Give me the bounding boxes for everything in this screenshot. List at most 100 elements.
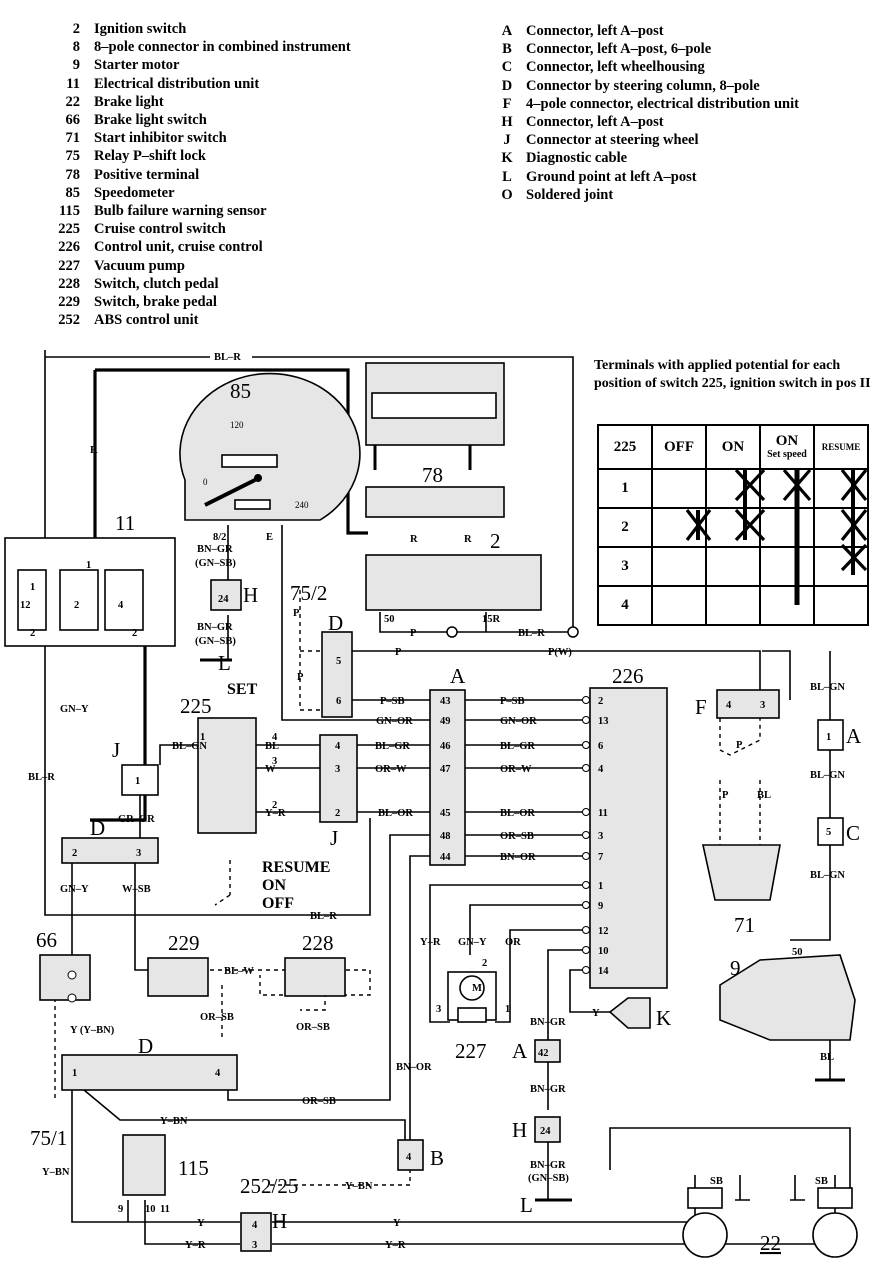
- svg-text:P: P: [297, 672, 304, 683]
- label-227: 227: [455, 1039, 487, 1063]
- svg-text:2: 2: [30, 628, 35, 639]
- svg-text:2: 2: [335, 808, 340, 819]
- table-row-label: 4: [597, 585, 653, 626]
- label-228: 228: [302, 931, 334, 955]
- bulb-sensor-115: [122, 1134, 166, 1196]
- svg-text:OR–W: OR–W: [375, 764, 407, 775]
- svg-text:GN–Y: GN–Y: [458, 937, 487, 948]
- connector-legend-row: H Connector, left A–post: [498, 113, 799, 131]
- connector-legend-label: Connector by steering column, 8–pole: [526, 77, 760, 94]
- connector-legend-key: A: [501, 23, 513, 39]
- svg-text:OR–SB: OR–SB: [200, 1012, 234, 1023]
- connector-legend-key: H: [501, 114, 513, 131]
- svg-text:BN–GR: BN–GR: [530, 1084, 566, 1095]
- label-resume: RESUME: [262, 859, 330, 876]
- label-11: 11: [115, 511, 135, 535]
- svg-text:Y: Y: [197, 1218, 205, 1229]
- label-conn-j: J: [330, 826, 338, 850]
- connector-a-pin: 48: [440, 831, 451, 842]
- connector-d-top: [321, 631, 353, 718]
- svg-text:BL: BL: [265, 741, 279, 752]
- terminal-joint: [582, 808, 590, 816]
- component-legend-label: Brake light switch: [94, 112, 207, 129]
- terminal-joint: [582, 764, 590, 772]
- svg-text:R: R: [90, 445, 98, 456]
- connector-legend-label: Connector, left A–post: [526, 114, 664, 131]
- svg-text:240: 240: [295, 500, 309, 510]
- svg-text:5: 5: [826, 827, 831, 838]
- terminal-joint: [582, 852, 590, 860]
- connector-j: [319, 734, 358, 823]
- label-252: 252/25: [240, 1174, 298, 1198]
- svg-text:Y: Y: [393, 1218, 401, 1229]
- label-2: 2: [490, 529, 501, 553]
- svg-text:BL–GN: BL–GN: [172, 741, 207, 752]
- control-unit-pin: 14: [598, 966, 609, 977]
- component-legend-label: Start inhibitor switch: [94, 130, 227, 147]
- connector-h-24-lower: [534, 1116, 561, 1143]
- label-conn-f: F: [695, 695, 707, 719]
- label-conn-d-mid: D: [90, 816, 105, 840]
- svg-text:Y–R: Y–R: [185, 1240, 206, 1251]
- svg-text:50: 50: [792, 947, 803, 958]
- svg-text:(GN–SB): (GN–SB): [195, 636, 236, 647]
- table-header-225: 225: [597, 424, 653, 470]
- brake-switch-66: [39, 954, 91, 1001]
- svg-text:GN–Y: GN–Y: [60, 884, 89, 895]
- label-conn-l-top: L: [218, 651, 231, 675]
- label-9: 9: [730, 956, 741, 980]
- label-75-1: 75/1: [30, 1126, 67, 1150]
- svg-text:OR–SB: OR–SB: [500, 831, 534, 842]
- grounds: [67, 445, 845, 1202]
- connector-legend-label: Connector, left wheelhousing: [526, 59, 705, 76]
- svg-text:BL–OR: BL–OR: [500, 808, 535, 819]
- label-conn-d-bottom: D: [138, 1034, 153, 1058]
- component-legend-label: Speedometer: [94, 184, 175, 201]
- connector-a-42: [534, 1039, 561, 1063]
- svg-text:Y: Y: [592, 1008, 600, 1019]
- svg-text:R: R: [464, 534, 472, 545]
- svg-text:Y–BN: Y–BN: [160, 1116, 188, 1127]
- terminal-joint: [582, 696, 590, 704]
- svg-text:2: 2: [74, 600, 79, 611]
- svg-text:P: P: [395, 647, 402, 658]
- svg-text:GN–OR: GN–OR: [500, 716, 537, 727]
- connector-h-bottom: [240, 1212, 272, 1252]
- component-legend-label: Cruise control switch: [94, 221, 226, 238]
- connector-h-24: [210, 579, 242, 611]
- component-legend-key: 71: [65, 130, 81, 147]
- connector-f: [716, 689, 780, 719]
- component-legend-key: 226: [58, 239, 80, 256]
- svg-text:SB: SB: [710, 1176, 723, 1187]
- connector-legend-key: J: [503, 132, 511, 149]
- svg-text:P: P: [722, 790, 729, 801]
- svg-text:2: 2: [132, 628, 137, 639]
- label-71: 71: [734, 913, 755, 937]
- connector-legend-key: K: [501, 150, 513, 167]
- svg-text:3: 3: [436, 1004, 441, 1015]
- svg-text:4: 4: [272, 732, 278, 743]
- svg-text:Y–R: Y–R: [265, 808, 286, 819]
- component-legend-label: Control unit, cruise control: [94, 239, 263, 256]
- svg-text:4: 4: [335, 741, 341, 752]
- component-numbers: 85 78 2 11 75/2 226 225 SET RESUME ON OF…: [30, 379, 862, 1255]
- control-unit-pin: 3: [598, 831, 603, 842]
- svg-text:120: 120: [230, 420, 244, 430]
- svg-text:P: P: [736, 740, 743, 751]
- svg-text:BL–GR: BL–GR: [500, 741, 535, 752]
- svg-text:BN–OR: BN–OR: [500, 852, 536, 863]
